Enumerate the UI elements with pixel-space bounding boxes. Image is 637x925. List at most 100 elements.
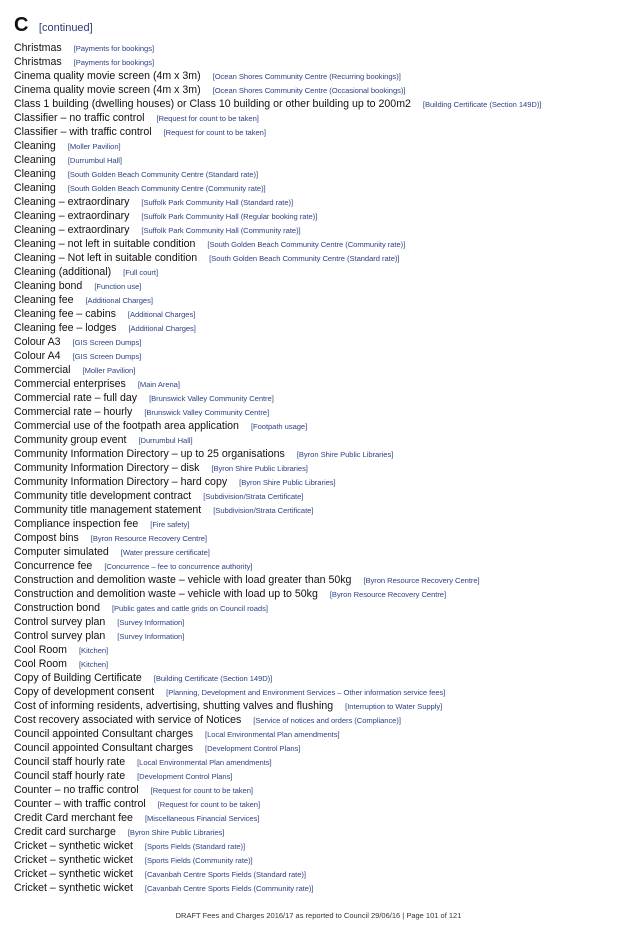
entry-term: Classifier – with traffic control (14, 126, 152, 138)
index-entry: Cleaning[Durrumbul Hall] (14, 152, 633, 166)
index-entry: Cleaning fee[Additional Charges] (14, 292, 633, 306)
entry-term: Cleaning (14, 154, 56, 166)
entry-term: Community Information Directory – disk (14, 462, 200, 474)
entry-context: [Request for count to be taken] (163, 128, 266, 137)
index-entry: Compliance inspection fee[Fire safety] (14, 516, 633, 530)
index-entry: Cleaning (additional)[Full court] (14, 264, 633, 278)
index-entry: Council staff hourly rate [Local Environm… (14, 754, 633, 768)
index-entry: Cost of informing residents, advertising… (14, 698, 633, 712)
entry-context: [Byron Shire Public Libraries] (296, 450, 394, 459)
entry-term: Cleaning (additional) (14, 266, 112, 278)
entry-context: [Footpath usage] (250, 422, 308, 431)
entry-context: [Water pressure certificate] (120, 548, 210, 557)
entry-context: [GIS Screen Dumps] (72, 352, 142, 361)
entry-context: [Ocean Shores Community Centre (Recurrin… (212, 72, 401, 81)
entry-context: [Kitchen] (79, 660, 109, 669)
entry-context: [Building Certificate (Section 149D)] (422, 100, 542, 109)
index-entry: Cleaning – Not left in suitable conditio… (14, 250, 633, 264)
entry-term: Commercial rate – hourly (14, 406, 133, 418)
entry-term: Cleaning – extraordinary (14, 224, 130, 236)
entry-term: Council staff hourly rate (14, 756, 126, 768)
entry-term: Control survey plan (14, 630, 106, 642)
entry-term: Control survey plan (14, 616, 106, 628)
entry-term: Construction and demolition waste – vehi… (14, 574, 352, 586)
entry-term: Cost of informing residents, advertising… (14, 700, 334, 712)
entry-term: Christmas (14, 42, 62, 54)
entry-term: Christmas (14, 56, 62, 68)
index-entry: Cricket – synthetic wicket [Cavanbah Cent… (14, 866, 633, 880)
entry-term: Commercial (14, 364, 71, 376)
entry-context: [Suffolk Park Community Hall (Regular bo… (141, 212, 318, 221)
entry-term: Cool Room (14, 658, 67, 670)
entry-context: [Moller Pavilion] (82, 366, 136, 375)
index-list: Christmas [Payments for bookings] Christma… (14, 40, 633, 894)
index-entry: Cleaning – not left in suitable conditio… (14, 236, 633, 250)
entry-term: Cricket – synthetic wicket (14, 868, 133, 880)
index-entry: Counter – with traffic control [Request f… (14, 796, 633, 810)
index-entry: Construction and demolition waste – vehi… (14, 572, 633, 586)
entry-term: Counter – with traffic control (14, 798, 146, 810)
index-entry: Cleaning – extraordinary[Suffolk Park Co… (14, 208, 633, 222)
entry-context: [Payments for bookings] (73, 58, 155, 67)
index-entry: Community group event [Durrumbul Hall] (14, 432, 633, 446)
index-entry: Commercial enterprises[Main Arena] (14, 376, 633, 390)
index-entry: Cinema quality movie screen (4m x 3m)[Oc… (14, 82, 633, 96)
index-entry: Classifier – with traffic control [Reques… (14, 124, 633, 138)
index-entry: Community Information Directory – up to … (14, 446, 633, 460)
entry-term: Cleaning fee – lodges (14, 322, 117, 334)
entry-term: Class 1 building (dwelling houses) or Cl… (14, 98, 411, 110)
entry-term: Council appointed Consultant charges (14, 742, 194, 754)
index-entry: Compost bins[Byron Resource Recovery Cen… (14, 530, 633, 544)
index-entry: Class 1 building (dwelling houses) or Cl… (14, 96, 633, 110)
entry-context: [Byron Shire Public Libraries] (239, 478, 336, 487)
index-entry: Council staff hourly rate[Development Co… (14, 768, 633, 782)
entry-context: [Byron Shire Public Libraries] (127, 828, 225, 837)
entry-context: [Subdivision/Strata Certificate] (213, 506, 314, 515)
entry-context: [Fire safety] (150, 520, 190, 529)
entry-term: Credit card surcharge (14, 826, 116, 838)
entry-term: Cleaning fee (14, 294, 74, 306)
index-entry: Colour A4[GIS Screen Dumps] (14, 348, 633, 362)
index-entry: Council appointed Consultant charges[Loc… (14, 726, 633, 740)
entry-context: [Planning, Development and Environment S… (166, 688, 446, 697)
entry-context: [Additional Charges] (128, 324, 196, 333)
entry-term: Community Information Directory – up to … (14, 448, 285, 460)
entry-context: [Request for count to be taken] (157, 800, 261, 809)
index-entry: Counter – no traffic control[Request for… (14, 782, 633, 796)
entry-term: Copy of development consent (14, 686, 155, 698)
page-footer: DRAFT Fees and Charges 2016/17 as report… (175, 911, 462, 920)
entry-context: [Local Environmental Plan amendments] (137, 758, 272, 767)
index-entry: Community Information Directory – hard c… (14, 474, 633, 488)
entry-context: [Durrumbul Hall] (138, 436, 193, 445)
index-entry: Commercial [Moller Pavilion] (14, 362, 633, 376)
entry-context: [GIS Screen Dumps] (72, 338, 142, 347)
entry-term: Cleaning bond (14, 280, 83, 292)
entry-context: [Function use] (94, 282, 142, 291)
entry-context: [Byron Resource Recovery Centre] (90, 534, 207, 543)
entry-context: [Cavanbah Centre Sports Fields (Standard… (144, 870, 306, 879)
index-entry: Cleaning[South Golden Beach Community Ce… (14, 166, 633, 180)
entry-term: Credit Card merchant fee (14, 812, 133, 824)
entry-term: Counter – no traffic control (14, 784, 139, 796)
entry-context: [Brunswick Valley Community Centre] (149, 394, 274, 403)
entry-context: [Public gates and cattle grids on Counci… (111, 604, 268, 613)
index-entry: Cleaning[South Golden Beach Community Ce… (14, 180, 633, 194)
entry-term: Copy of Building Certificate (14, 672, 142, 684)
index-entry: Commercial rate – hourly[Brunswick Valle… (14, 404, 633, 418)
index-entry: Cool Room [Kitchen] (14, 656, 633, 670)
index-entry: Cleaning fee – lodges [Additional Charges… (14, 320, 633, 334)
entry-context: [Suffolk Park Community Hall (Community … (141, 226, 301, 235)
index-entry: Credit card surcharge [Byron Shire Public… (14, 824, 633, 838)
entry-context: [Service of notices and orders (Complian… (253, 716, 401, 725)
index-entry: Community Information Directory – disk[B… (14, 460, 633, 474)
entry-context: [Interruption to Water Supply] (345, 702, 443, 711)
index-entry: Council appointed Consultant charges[Dev… (14, 740, 633, 754)
entry-term: Community group event (14, 434, 127, 446)
entry-term: Cleaning (14, 168, 56, 180)
index-entry: Cleaning – extraordinary [Suffolk Park Co… (14, 222, 633, 236)
entry-context: [Suffolk Park Community Hall (Standard r… (141, 198, 294, 207)
entry-term: Cinema quality movie screen (4m x 3m) (14, 70, 201, 82)
entry-term: Council appointed Consultant charges (14, 728, 194, 740)
entry-term: Cricket – synthetic wicket (14, 854, 133, 866)
index-entry: Cinema quality movie screen (4m x 3m) [Oc… (14, 68, 633, 82)
